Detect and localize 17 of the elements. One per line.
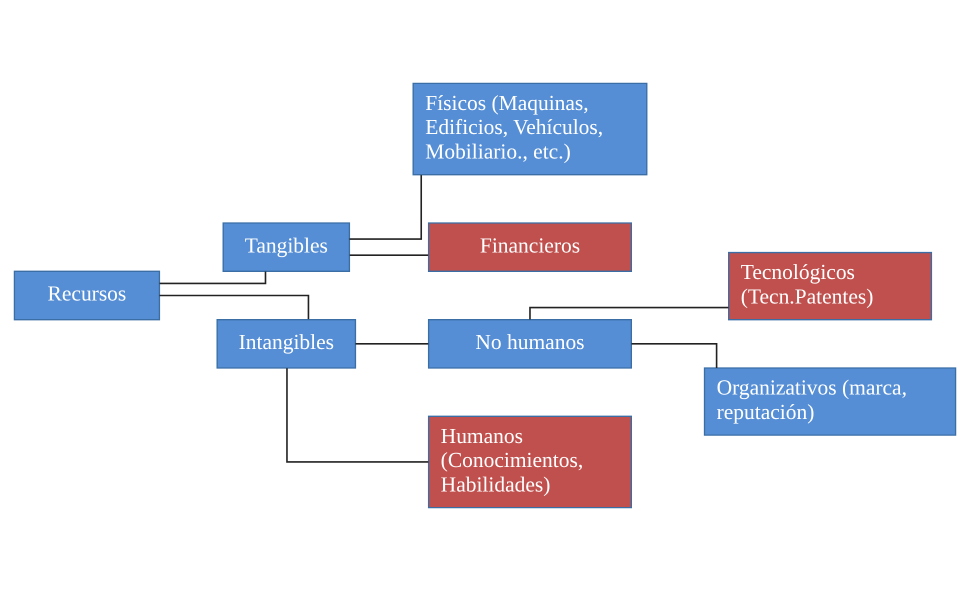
connector — [528, 306, 728, 319]
connector — [159, 271, 266, 284]
node-box: Organizativos (marca, reputación) — [703, 366, 956, 436]
connector — [158, 294, 309, 319]
node-box: Financieros — [427, 222, 632, 272]
node-box: Intangibles — [216, 318, 356, 368]
connector — [354, 342, 428, 344]
node-box: Tecnológicos (Tecn.Patentes) — [728, 251, 932, 320]
connector — [630, 342, 717, 368]
node-box: No humanos — [427, 318, 632, 368]
node-box: Recursos — [13, 270, 160, 320]
node-box: Tangibles — [222, 222, 350, 272]
connector — [349, 254, 428, 256]
node-box: Humanos (Conocimientos, Habilidades) — [427, 415, 632, 508]
node-box: Físicos (Maquinas, Edificios, Vehículos, Mobiliario., etc.) — [412, 82, 647, 175]
connector — [348, 174, 422, 240]
connector — [286, 368, 428, 462]
